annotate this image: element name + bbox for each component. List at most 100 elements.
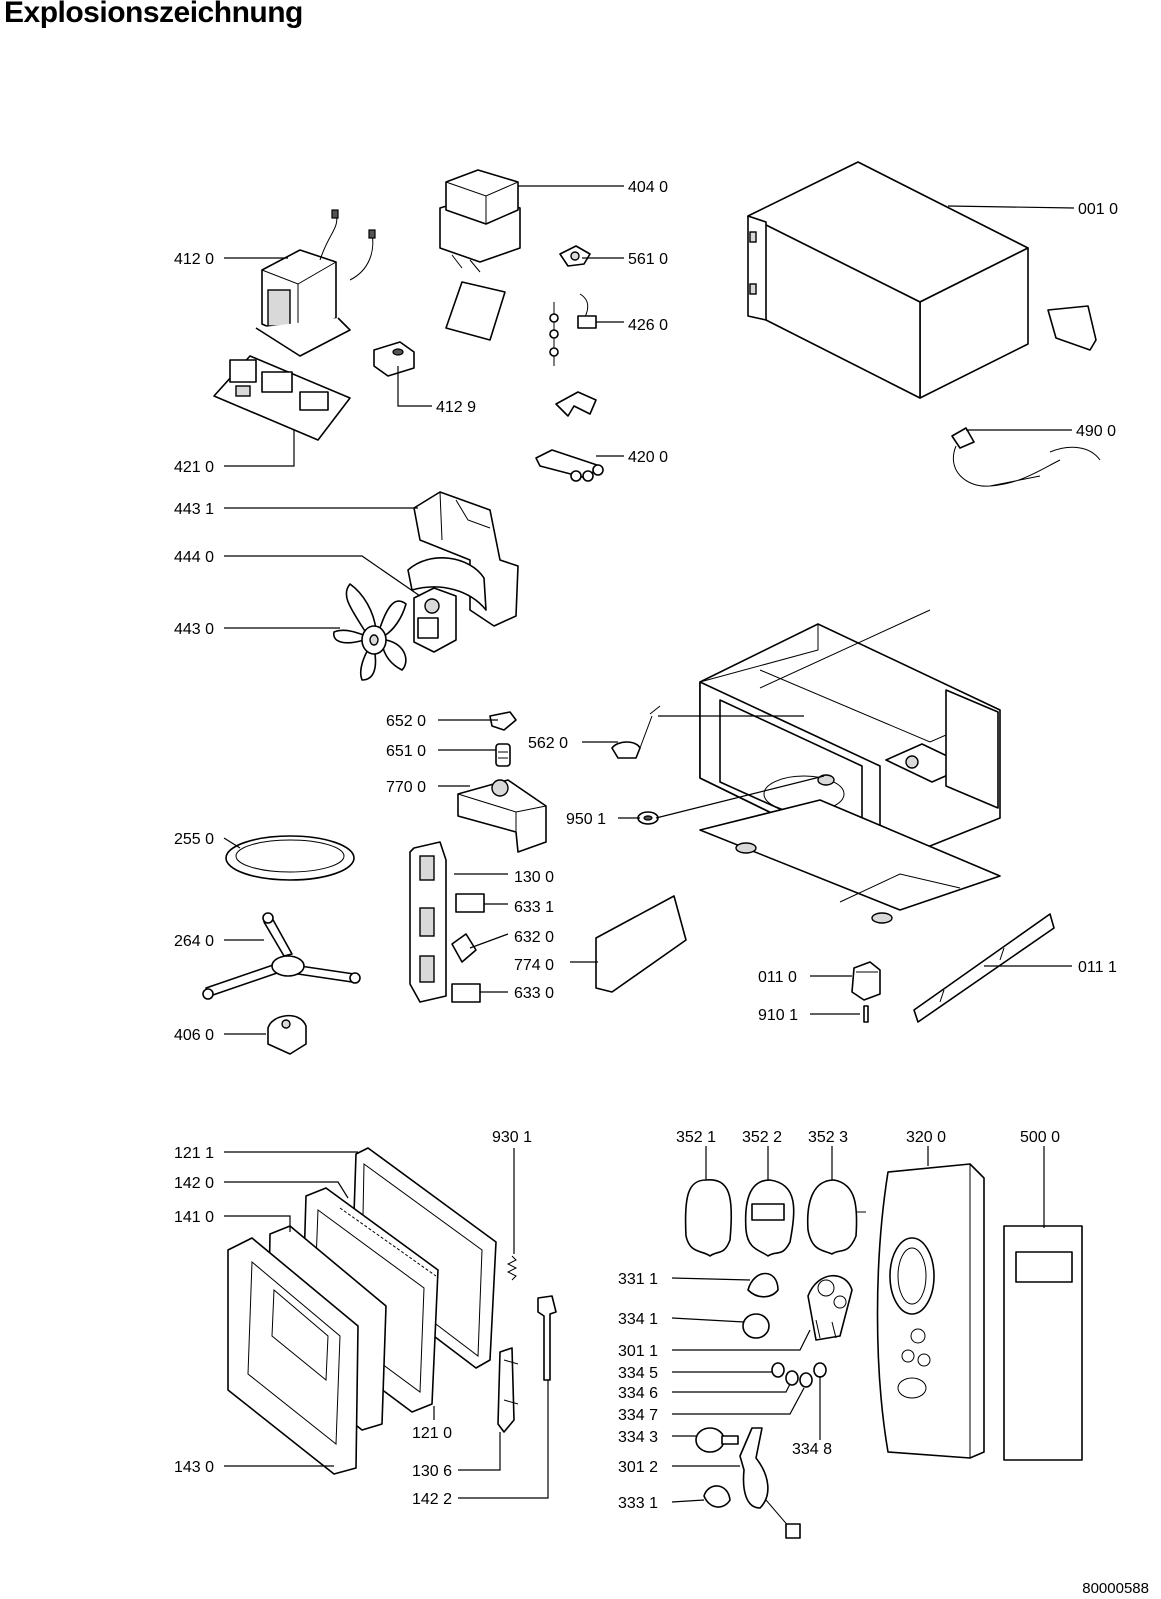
part-turntable-ring-255: [225, 835, 355, 881]
label-334-6: 334 6: [618, 1385, 658, 1402]
label-352-3: 352 3: [808, 1129, 848, 1146]
part-microswitch-632: [451, 933, 477, 963]
label-421-0: 421 0: [174, 459, 214, 476]
label-130-0: 130 0: [514, 869, 554, 886]
part-knob-334-3: [695, 1427, 739, 1453]
label-412-9: 412 9: [436, 399, 476, 416]
part-spring-930: [506, 1255, 518, 1281]
label-130-6: 130 6: [412, 1463, 452, 1480]
label-561-0: 561 0: [628, 251, 668, 268]
label-562-0: 562 0: [528, 735, 568, 752]
label-632-0: 632 0: [514, 929, 554, 946]
part-window-352-1: [684, 1179, 733, 1257]
label-774-0: 774 0: [514, 957, 554, 974]
part-ferrite-412-9: [373, 341, 415, 377]
label-652-0: 652 0: [386, 713, 426, 730]
part-screw-910: [863, 1005, 869, 1023]
part-microswitch-633-1: [455, 893, 485, 913]
part-hv-transformer-412: [255, 209, 376, 357]
label-121-1: 121 1: [174, 1145, 214, 1162]
label-444-0: 444 0: [174, 549, 214, 566]
label-633-1: 633 1: [514, 899, 554, 916]
part-lever-142-2: [537, 1295, 557, 1381]
document-number: 80000588: [1082, 1580, 1149, 1597]
label-500-0: 500 0: [1020, 1129, 1060, 1146]
part-microswitch-633: [451, 983, 481, 1003]
part-lamp-holder-652: [489, 711, 517, 731]
part-knob-334-1: [742, 1313, 770, 1339]
part-latch-hook-130-6: [497, 1347, 519, 1433]
label-301-1: 301 1: [618, 1343, 658, 1360]
label-255-0: 255 0: [174, 831, 214, 848]
label-930-1: 930 1: [492, 1129, 532, 1146]
label-143-0: 143 0: [174, 1459, 214, 1476]
label-334-5: 334 5: [618, 1365, 658, 1382]
part-housing-cover-001: [747, 161, 1097, 399]
part-switch-assembly-301-1: [807, 1274, 853, 1341]
part-window-352-3: [806, 1179, 866, 1255]
label-352-1: 352 1: [676, 1129, 716, 1146]
label-334-8: 334 8: [792, 1441, 832, 1458]
part-buttons-334-5-6-7-8: [771, 1362, 827, 1388]
part-rail-011-1: [913, 913, 1055, 1023]
part-cover-500: [1003, 1225, 1083, 1461]
part-air-duct-443-1: [407, 491, 519, 627]
label-770-0: 770 0: [386, 779, 426, 796]
part-grommet-950: [637, 811, 659, 825]
label-011-1: 011 1: [1078, 959, 1117, 976]
label-334-3: 334 3: [618, 1429, 658, 1446]
label-490-0: 490 0: [1076, 423, 1116, 440]
part-diode-426: [549, 293, 597, 366]
label-333-1: 333 1: [618, 1495, 658, 1512]
label-443-1: 443 1: [174, 501, 214, 518]
part-knob-331: [747, 1272, 779, 1298]
part-door-latch-frame-130: [409, 841, 447, 1003]
label-011-0: 011 0: [758, 969, 797, 986]
part-turntable-motor-406: [267, 1014, 307, 1055]
label-121-0: 121 0: [412, 1425, 452, 1442]
part-knob-333: [703, 1485, 731, 1508]
label-420-0: 420 0: [628, 449, 668, 466]
label-001-0: 001 0: [1078, 201, 1118, 218]
label-334-1: 334 1: [618, 1311, 658, 1328]
part-control-panel-320: [876, 1163, 985, 1459]
label-142-0: 142 0: [174, 1175, 214, 1192]
part-fan-blade-443: [333, 583, 407, 681]
label-331-1: 331 1: [618, 1271, 658, 1288]
label-406-0: 406 0: [174, 1027, 214, 1044]
part-mica-cover-774: [595, 895, 687, 993]
label-404-0: 404 0: [628, 179, 668, 196]
label-651-0: 651 0: [386, 743, 426, 760]
part-power-cord-490: [951, 427, 1101, 487]
part-thermostat-562: [611, 705, 661, 759]
label-412-0: 412 0: [174, 251, 214, 268]
part-labels: 404 0 001 0 412 0 561 0 426 0 412 9 421 …: [174, 179, 1118, 1512]
part-oven-cavity: [699, 609, 1001, 924]
part-door-front-143: [227, 1237, 359, 1475]
leader-lines: [223, 185, 1075, 1503]
label-352-2: 352 2: [742, 1129, 782, 1146]
label-633-0: 633 0: [514, 985, 554, 1002]
label-320-0: 320 0: [906, 1129, 946, 1146]
label-443-0: 443 0: [174, 621, 214, 638]
part-coupler-011: [851, 961, 881, 1001]
label-301-2: 301 2: [618, 1459, 658, 1476]
label-142-2: 142 2: [412, 1491, 452, 1508]
label-426-0: 426 0: [628, 317, 668, 334]
label-141-0: 141 0: [174, 1209, 214, 1226]
label-334-7: 334 7: [618, 1407, 658, 1424]
part-window-352-2: [744, 1179, 795, 1257]
part-thermal-fuse-561: [559, 245, 591, 267]
label-264-0: 264 0: [174, 933, 214, 950]
label-910-1: 910 1: [758, 1007, 798, 1024]
page-title: Explosionszeichnung: [4, 0, 303, 29]
part-pcb-421: [213, 355, 351, 441]
part-capacitor-420: [535, 391, 604, 482]
label-950-1: 950 1: [566, 811, 606, 828]
part-lamp-651: [495, 743, 511, 767]
part-bracket-770: [457, 779, 547, 853]
part-transformer-404: [439, 169, 521, 341]
part-switch-assembly-301-2: [739, 1427, 801, 1539]
part-roller-support-264: [202, 912, 361, 1000]
